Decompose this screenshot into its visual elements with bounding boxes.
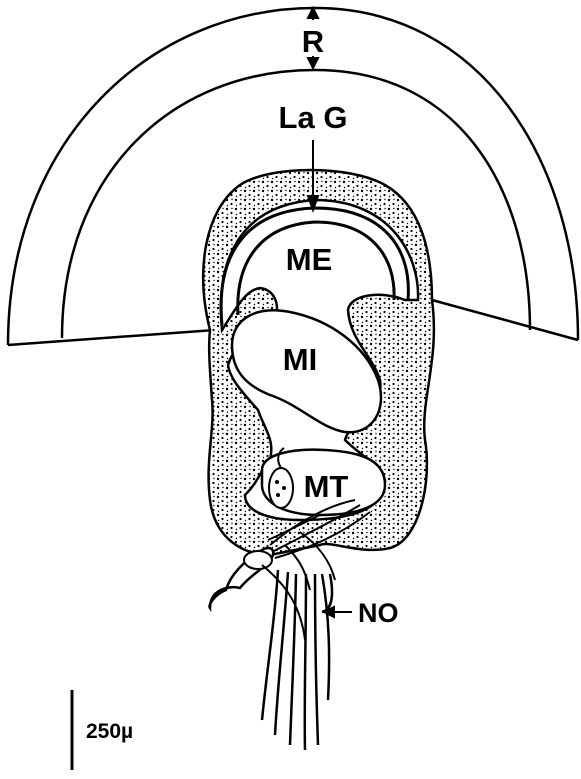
label-mi: MI [283,342,317,377]
label-lag: La G [279,100,348,135]
scale-label: 250µ [86,720,133,743]
label-no: NO [358,598,399,628]
sinus-gland-lobe [244,551,272,569]
label-r: R [302,24,324,59]
label-me: ME [286,242,333,277]
x-organ [269,468,293,508]
label-mt: MT [304,469,349,504]
nervus-opticus [262,570,332,750]
